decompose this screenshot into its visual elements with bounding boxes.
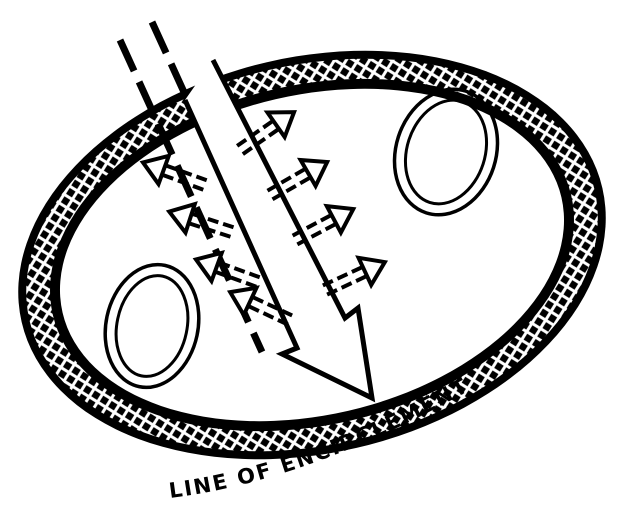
diagram-canvas: LINE OF ENCIRCLEMENT: [0, 0, 619, 515]
encirclement-diagram: LINE OF ENCIRCLEMENT: [0, 0, 619, 515]
